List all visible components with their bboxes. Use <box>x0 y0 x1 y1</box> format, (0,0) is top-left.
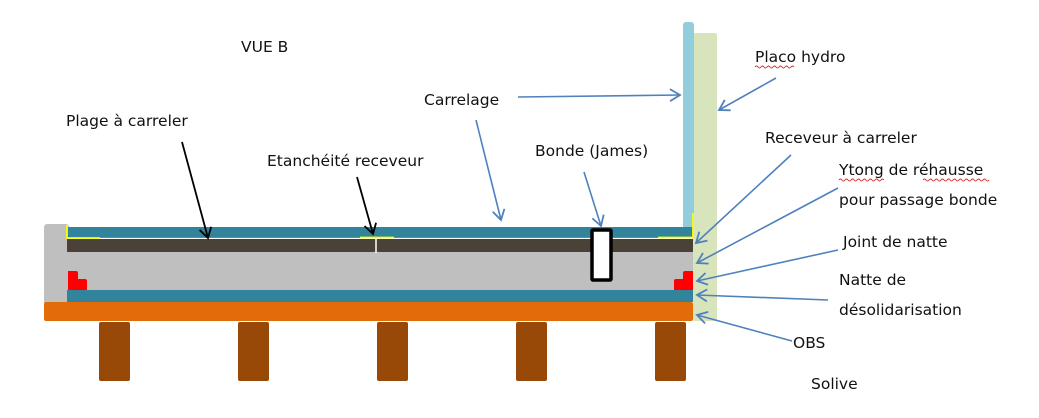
spell-underline-ytong <box>838 178 885 182</box>
wall-tile <box>683 22 694 230</box>
spell-underline-placo <box>754 65 795 69</box>
label-placo: Placo hydro <box>755 48 845 66</box>
arrow-receveur <box>694 154 792 245</box>
arrow-placo <box>717 77 777 112</box>
label-obs: OBS <box>793 334 825 352</box>
label-ytong-1: Ytong de réhausse <box>838 161 983 179</box>
label-etancheite: Etanchéité receveur <box>267 152 424 170</box>
label-natte-1: Natte de <box>839 271 906 289</box>
arrow-carrelage-wall <box>517 88 682 102</box>
spell-underline-rehausse <box>922 178 990 182</box>
solive <box>238 322 269 381</box>
bande-right <box>658 213 694 239</box>
receveur-layer <box>67 239 693 252</box>
obs-panel <box>44 302 693 321</box>
label-receveur: Receveur à carreler <box>765 129 917 147</box>
solive <box>516 322 547 381</box>
arrow-natte <box>695 288 829 303</box>
solive <box>655 322 686 381</box>
bonde <box>590 228 613 282</box>
natte-layer <box>67 290 693 302</box>
arrow-ytong <box>695 187 839 265</box>
solive <box>377 322 408 381</box>
bande-left <box>66 225 100 239</box>
placo-hydro-wall <box>693 33 717 321</box>
arrow-bonde <box>583 171 605 228</box>
ytong-rehausse <box>44 252 693 292</box>
label-natte-2: désolidarisation <box>839 301 962 319</box>
arrow-plage <box>181 141 213 240</box>
label-plage: Plage à carreler <box>66 112 188 130</box>
carrelage-layer <box>67 227 693 238</box>
joint-natte-right <box>674 271 693 290</box>
label-joint: Joint de natte <box>842 233 948 251</box>
arrow-carrelage-floor <box>475 119 506 222</box>
arrow-obs <box>695 310 793 342</box>
label-carrelage: Carrelage <box>424 91 499 109</box>
label-ytong-2: pour passage bonde <box>839 191 997 209</box>
solive <box>99 322 130 381</box>
arrow-etancheite <box>356 176 377 236</box>
label-bonde: Bonde (James) <box>535 142 648 160</box>
solives <box>99 322 686 381</box>
view-title: VUE B <box>241 38 288 56</box>
joint-natte-left <box>68 271 87 290</box>
label-solive: Solive <box>811 375 858 393</box>
arrow-joint <box>695 249 839 286</box>
